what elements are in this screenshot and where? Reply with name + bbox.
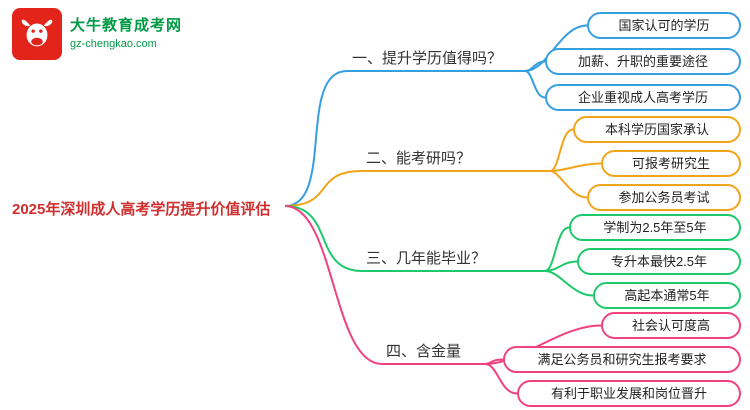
leaf-node: 有利于职业发展和岗位晋升 — [517, 380, 741, 407]
leaf-node: 高起本通常5年 — [593, 282, 741, 309]
leaf-node: 企业重视成人高考学历 — [545, 84, 741, 111]
logo-subtitle: gz-chengkao.com — [70, 37, 157, 50]
logo-text: 大牛教育成考网 gz-chengkao.com — [70, 17, 182, 52]
bull-icon — [12, 8, 62, 60]
edge-branch4-leaf1 — [484, 324, 602, 365]
edge-root-branch-3 — [284, 205, 363, 272]
branch-node-3: 三、几年能毕业？ — [366, 250, 487, 267]
branch-node-1: 一、提升学历值得吗？ — [352, 50, 503, 67]
edge-branch1-leaf3 — [524, 70, 546, 99]
edge-branch3-leaf1 — [544, 226, 570, 272]
branch-node-4: 四、含金量 — [386, 343, 462, 360]
leaf-node: 社会认可度高 — [601, 312, 741, 339]
leaf-node: 学制为2.5年至5年 — [569, 214, 741, 241]
edge-branch4-leaf3 — [484, 363, 518, 395]
edge-branch2-leaf1 — [549, 128, 574, 172]
leaf-node: 国家认可的学历 — [587, 12, 741, 39]
leaf-node: 本科学历国家承认 — [573, 116, 741, 143]
site-logo: 大牛教育成考网 gz-chengkao.com — [12, 8, 182, 60]
leaf-node: 加薪、升职的重要途径 — [545, 48, 741, 75]
edge-branch2-leaf3 — [549, 170, 588, 199]
leaf-node: 参加公务员考试 — [587, 184, 741, 211]
edge-branch2-leaf2 — [549, 162, 602, 172]
bull-icon-graphic — [21, 19, 53, 47]
logo-title: 大牛教育成考网 — [70, 16, 183, 34]
root-node: 2025年深圳成人高考学历提升价值评估 — [12, 201, 271, 218]
leaf-node: 满足公务员和研究生报考要求 — [503, 346, 741, 373]
branch-node-2: 二、能考研吗？ — [366, 150, 472, 167]
leaf-node: 专升本最快2.5年 — [577, 248, 741, 275]
leaf-node: 可报考研究生 — [601, 150, 741, 177]
edge-branch3-leaf3 — [544, 270, 594, 297]
edge-root-branch-4 — [284, 205, 383, 365]
edge-root-branch-2 — [284, 170, 363, 207]
edge-root-branch-1 — [284, 70, 348, 207]
